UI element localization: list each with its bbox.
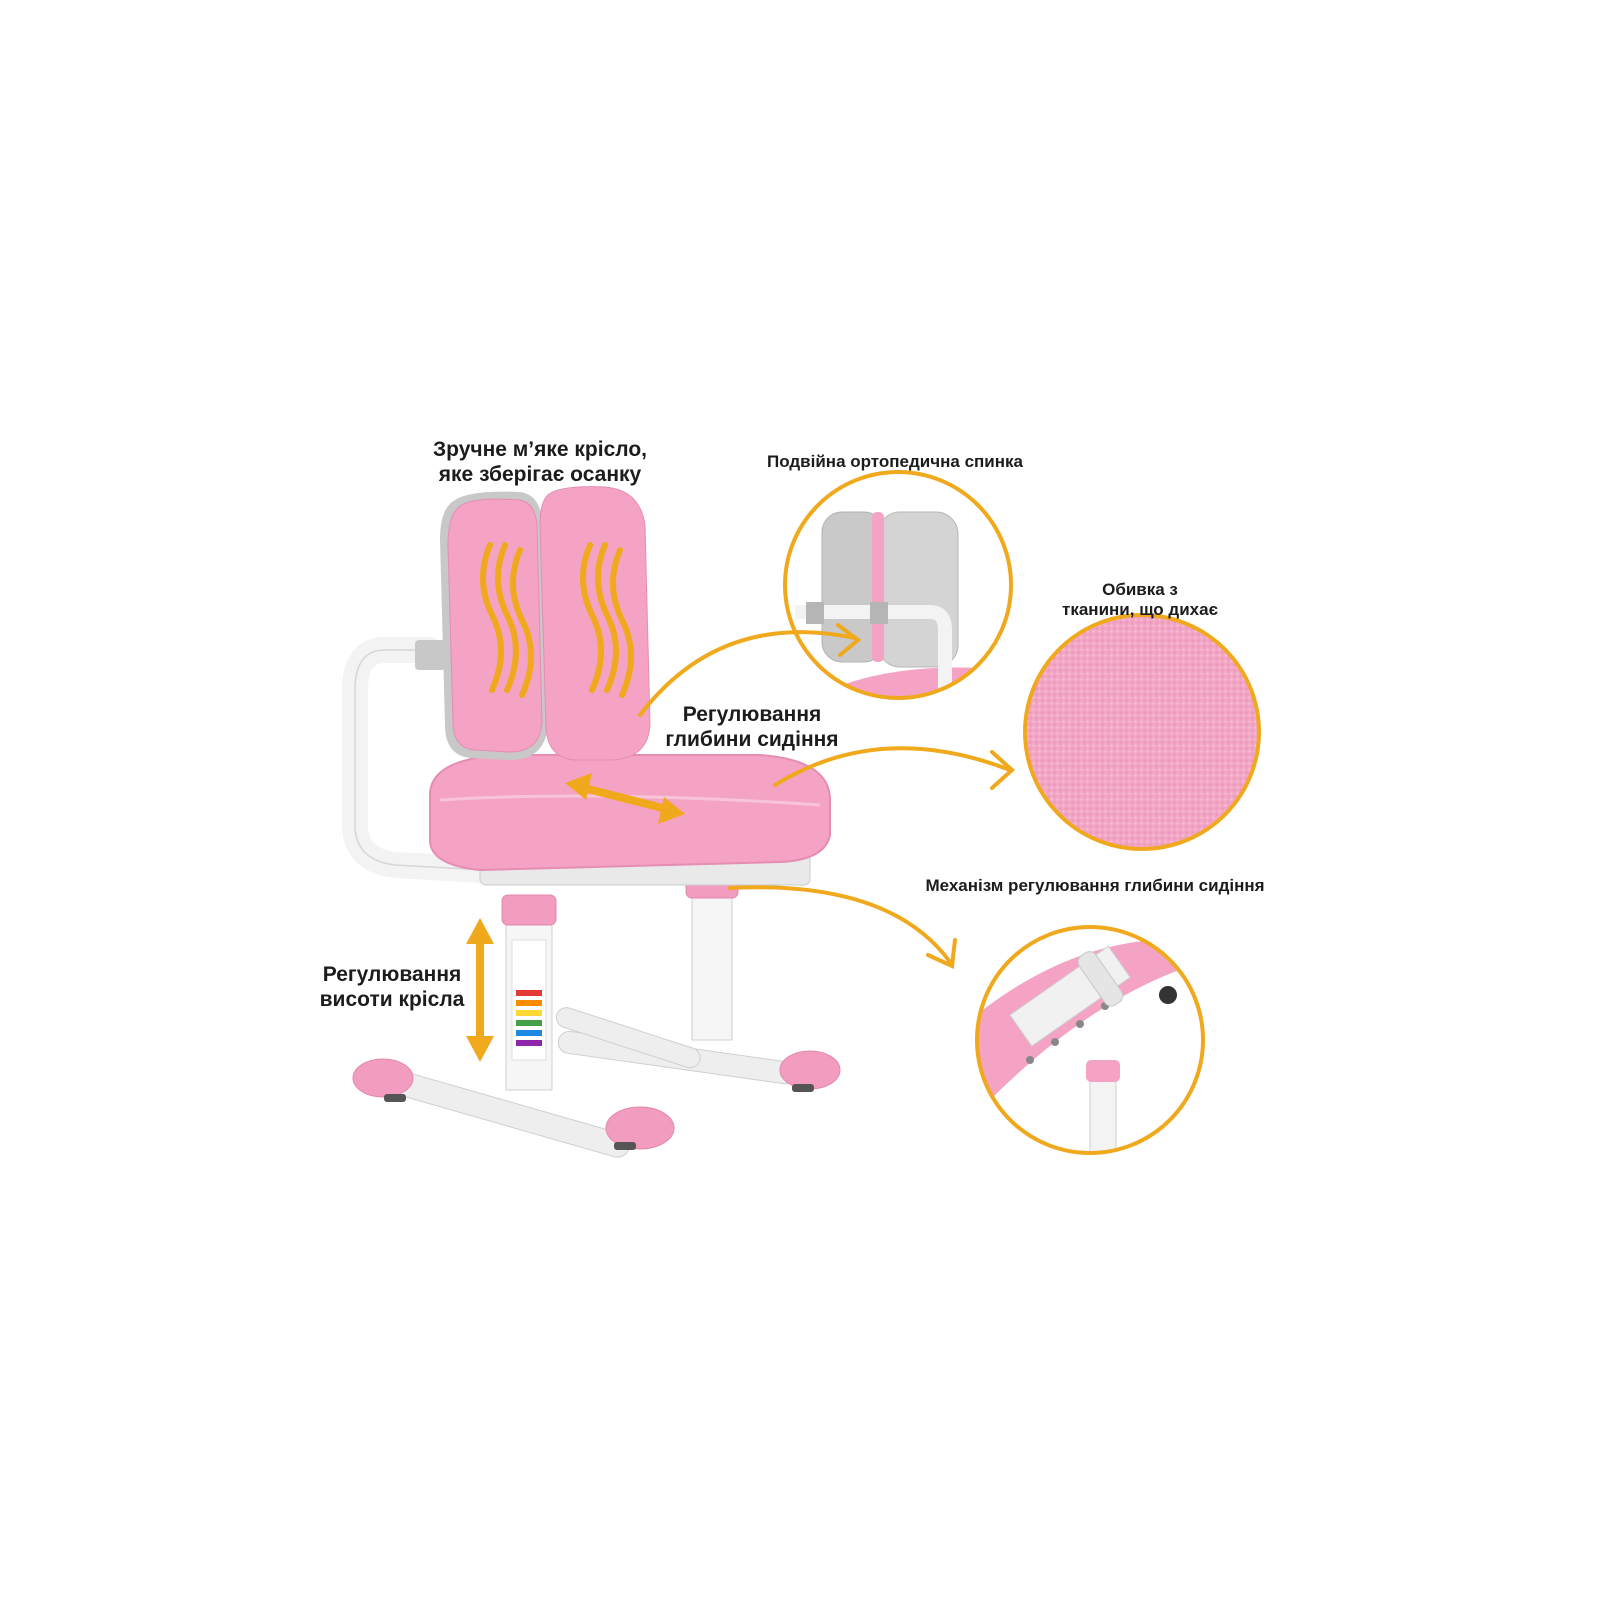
detail-circle-mechanism — [975, 925, 1205, 1155]
label-mechanism-text: Механізм регулювання глибини сидіння — [925, 876, 1265, 895]
label-fabric-line-1: Обивка з — [1102, 580, 1178, 599]
label-double-back-text: Подвійна ортопедична спинка — [767, 452, 1023, 471]
label-seat-depth: Регулювання глибини сидіння — [652, 702, 852, 752]
spine-wave-icons — [479, 542, 634, 698]
label-height-line-2: висоти крісла — [319, 988, 465, 1012]
label-fabric-line-2: тканини, що дихає — [1062, 600, 1218, 620]
chair-seat — [429, 754, 831, 872]
label-height: Регулювання висоти крісла — [312, 962, 472, 1012]
double-arrow-icon — [565, 773, 685, 824]
label-seat-depth-line-1: Регулювання — [682, 703, 822, 726]
chair-illustration — [342, 486, 841, 1158]
label-comfort-line-2: яке зберігає осанку — [438, 463, 642, 487]
chair-base — [352, 1007, 841, 1158]
label-double-back: Подвійна ортопедична спинка — [745, 452, 1045, 472]
label-comfort-line-1: Зручне м’яке крісло, — [433, 438, 647, 461]
vertical-arrow-icon — [466, 918, 494, 1062]
label-seat-depth-line-2: глибини сидіння — [665, 728, 839, 752]
label-mechanism: Механізм регулювання глибини сидіння — [905, 876, 1285, 896]
label-comfort: Зручне м’яке крісло, яке зберігає осанку — [420, 437, 660, 487]
curved-arrow-icon — [638, 623, 1015, 969]
label-fabric: Обивка з тканини, що дихає — [1040, 580, 1240, 621]
label-height-line-1: Регулювання — [322, 963, 462, 986]
detail-circle-double-back — [783, 470, 1013, 700]
detail-circle-fabric — [1023, 613, 1261, 851]
